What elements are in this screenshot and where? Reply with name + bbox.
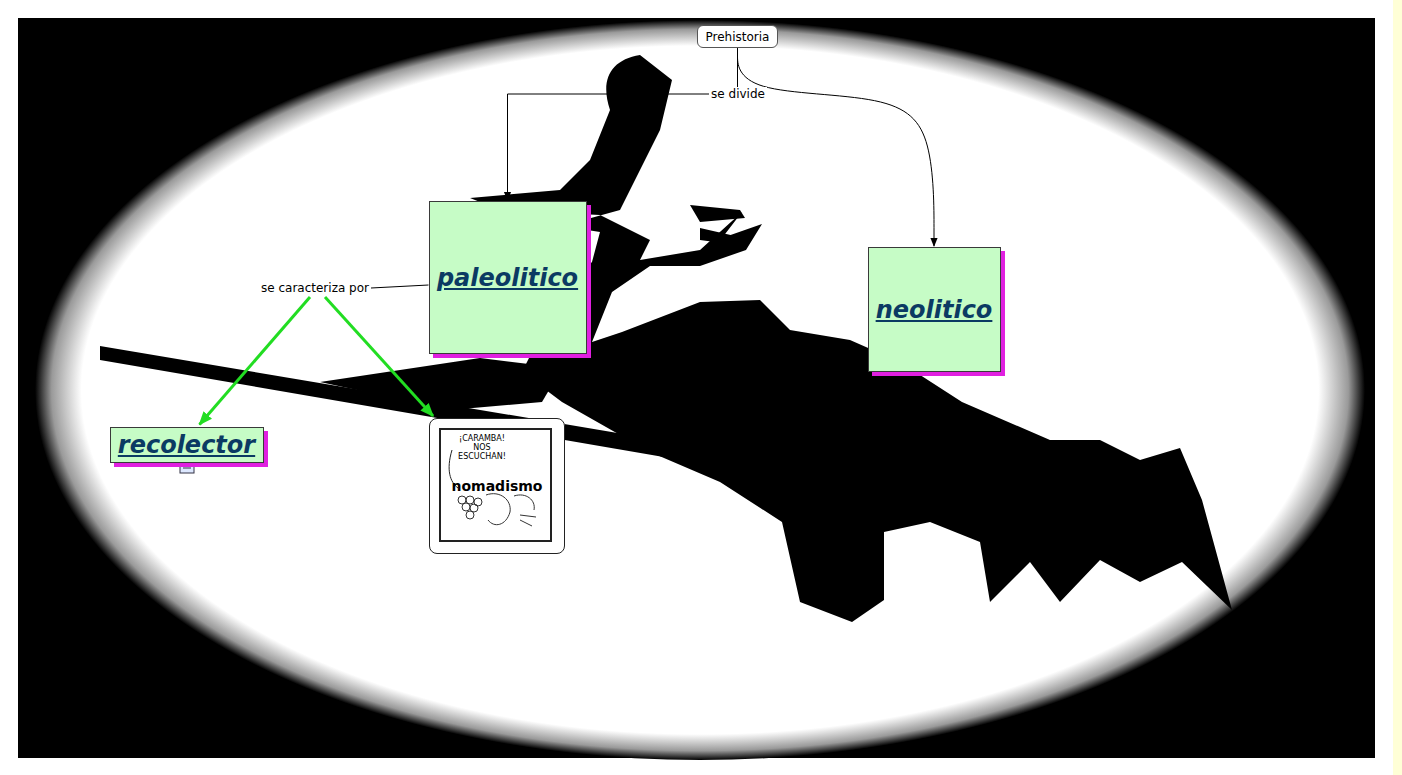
cartoon-lines — [514, 495, 536, 526]
cartoon-frame — [440, 429, 551, 541]
picture-ground — [429, 418, 565, 554]
broom-bristles — [320, 358, 562, 410]
concept-box: recolector — [110, 427, 264, 463]
cartoon-picture — [429, 418, 565, 554]
connector-line — [738, 48, 935, 246]
witch-hand — [690, 205, 745, 244]
link-phrase: se caracteriza por — [259, 281, 371, 295]
root-concept: Prehistoria — [697, 25, 778, 48]
connector-line — [508, 48, 738, 200]
connector — [738, 48, 935, 246]
grapes — [458, 496, 482, 519]
side-bar — [1393, 0, 1402, 775]
concept-box: neolitico — [868, 247, 1001, 372]
concept-text: Prehistoria — [706, 30, 770, 44]
connector — [508, 48, 738, 200]
connector — [325, 297, 433, 416]
white-oval — [35, 20, 1365, 760]
connector-line — [200, 297, 311, 425]
concept-text: nomadismo — [452, 478, 543, 494]
concept-box: paleolitico — [429, 201, 587, 354]
cartoon-face — [486, 494, 510, 525]
connector-line — [325, 297, 433, 416]
doc-icon-lines — [183, 462, 191, 468]
concept-text: neolitico — [876, 296, 993, 324]
witch-silhouette — [100, 55, 1232, 622]
concept-text: paleolitico — [437, 264, 578, 292]
connector-line — [371, 285, 429, 288]
link-phrase: se divide — [709, 87, 767, 101]
connector — [200, 285, 429, 425]
concept-text: recolector — [118, 431, 255, 459]
cartoon-caption: ¡CARAMBA! NOS ESCUCHAN! — [454, 434, 510, 462]
